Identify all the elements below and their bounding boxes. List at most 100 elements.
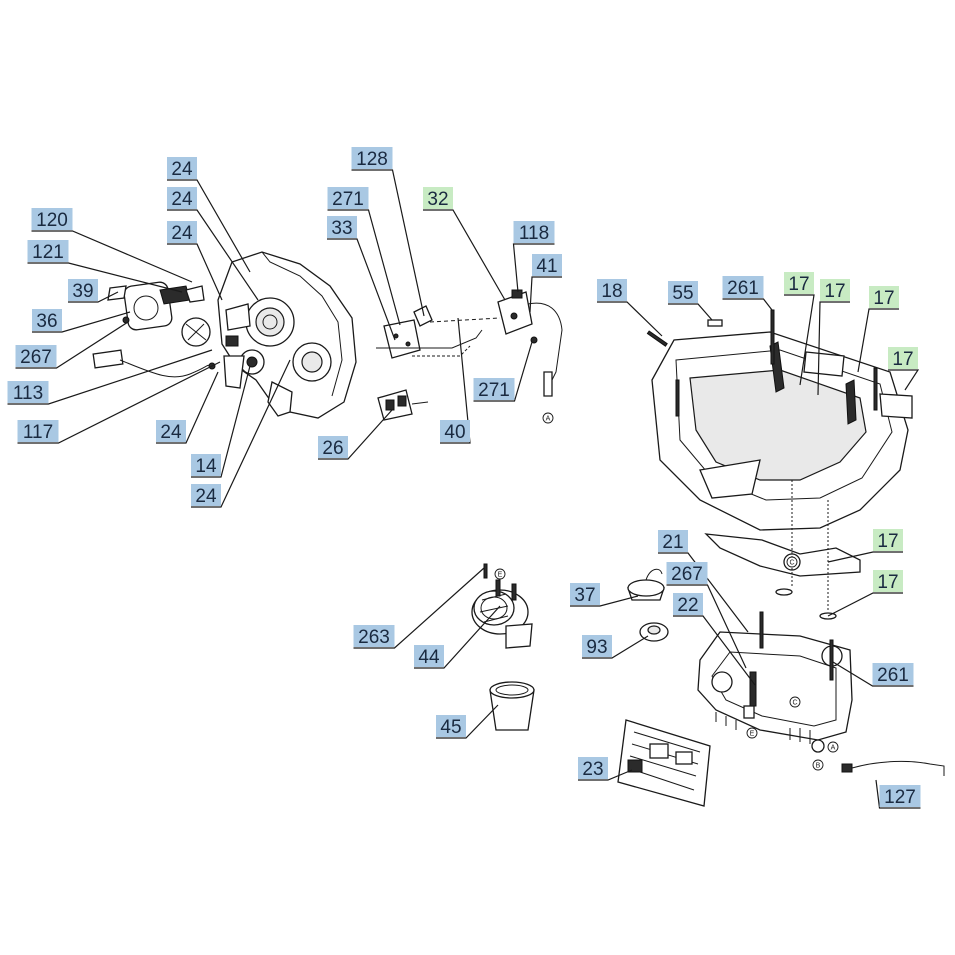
leader-c117: [17, 361, 221, 444]
callout-box: [658, 530, 688, 552]
callout-box: [532, 254, 562, 276]
callout-box: [327, 216, 357, 238]
leader-c128: [351, 169, 425, 317]
callout-number: 45: [440, 717, 461, 738]
lever-24: [223, 355, 245, 389]
callout-box: [32, 309, 62, 331]
ref-letter: E: [498, 572, 503, 579]
leader-c118: [512, 243, 555, 293]
callout-number: 37: [574, 585, 595, 606]
callout-c33: 33: [327, 216, 357, 239]
screw-21: [759, 611, 764, 649]
callout-number: 261: [727, 278, 759, 299]
callout-box: [17, 420, 59, 442]
leader-c271a: [327, 209, 401, 326]
callout-c93: 93: [582, 635, 612, 658]
ref-marker-rE1: E: [494, 568, 506, 580]
callout-number: 267: [20, 347, 52, 368]
washer-17: [775, 588, 793, 596]
callout-number: 32: [427, 189, 448, 210]
callout-number: 33: [331, 218, 352, 239]
callout-c18: 18: [597, 279, 627, 302]
callout-c117: 117: [17, 420, 59, 443]
thermostat-32: [497, 289, 533, 335]
callout-number: 23: [582, 759, 603, 780]
callout-box: [784, 272, 814, 294]
leader-c37: [570, 595, 639, 607]
callout-number: 24: [195, 486, 217, 507]
callout-box: [597, 279, 627, 301]
leader-c24e: [191, 359, 291, 508]
callout-number: 121: [32, 242, 64, 263]
ref-circle: [789, 696, 801, 708]
leader-c32: [423, 209, 506, 301]
callout-number: 17: [873, 288, 894, 309]
screw-261b: [829, 639, 834, 681]
leader-c93: [582, 635, 649, 659]
callout-box: [167, 157, 197, 179]
callout-c21: 21: [658, 530, 688, 553]
callout-box: [27, 240, 69, 262]
callout-number: 41: [536, 256, 557, 277]
callout-c271a: 271: [327, 187, 369, 210]
connector-121: [185, 285, 205, 303]
leader-c18: [597, 301, 663, 337]
ref-marker-rA2: A: [827, 741, 839, 753]
leader-c40: [440, 317, 471, 444]
callout-c17e: 17: [873, 529, 903, 552]
callout-box: [722, 276, 764, 298]
leader-c26: [318, 409, 393, 460]
ref-letter: C: [789, 560, 794, 567]
callout-number: 120: [36, 210, 68, 231]
screw-261: [770, 309, 775, 365]
leader-c17a: [784, 294, 815, 386]
callout-number: 127: [884, 787, 916, 808]
small-switch: [225, 335, 239, 347]
leader-c17d: [888, 369, 920, 391]
callout-c24a: 24: [167, 157, 197, 180]
callout-box: [191, 454, 221, 476]
callout-c267a: 267: [15, 345, 57, 368]
callout-c113: 113: [7, 381, 49, 404]
ref-circle: [786, 556, 798, 568]
leader-c113: [7, 349, 213, 405]
bottom-plate-17: [704, 533, 861, 577]
leader-c24c: [167, 243, 223, 301]
callout-number: 113: [13, 383, 43, 404]
probe-41: [543, 371, 553, 397]
callout-box: [68, 279, 98, 301]
callout-box: [167, 187, 197, 209]
callout-box: [666, 562, 708, 584]
screw-263: [483, 563, 488, 579]
callout-number: 40: [444, 422, 465, 443]
callout-number: 36: [36, 311, 57, 332]
callout-box: [440, 420, 470, 442]
ref-letter: A: [831, 745, 836, 752]
callout-c40: 40: [440, 420, 470, 443]
leader-c39: [68, 291, 119, 303]
callout-c118: 118: [513, 221, 555, 244]
callout-number: 26: [322, 438, 343, 459]
screw-271: [530, 336, 538, 344]
callout-c26: 26: [318, 436, 348, 459]
lower-housing-22: [697, 631, 853, 753]
leader-c17c: [857, 308, 899, 373]
callout-c17f: 17: [873, 570, 903, 593]
callout-number: 24: [171, 189, 193, 210]
leader-c33: [327, 238, 396, 341]
callout-c32: 32: [423, 187, 453, 210]
ref-circle: [494, 568, 506, 580]
leader-c23: [578, 769, 633, 781]
callout-c24b: 24: [167, 187, 197, 210]
leader-c263: [353, 567, 485, 649]
callout-number: 14: [195, 456, 217, 477]
leader-c55: [668, 303, 713, 321]
brew-unit-44: [471, 579, 533, 649]
callout-c17b: 17: [820, 279, 850, 302]
leader-c127: [875, 779, 921, 809]
drip-spout: [267, 381, 293, 417]
callout-number: 17: [788, 274, 809, 295]
